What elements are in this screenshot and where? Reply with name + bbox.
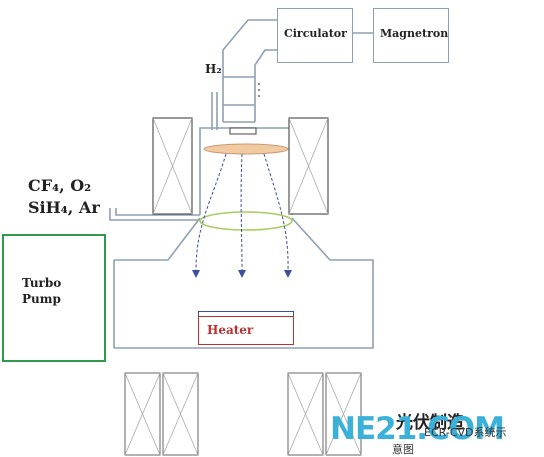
lower-magnet-coils <box>124 372 362 456</box>
heater-plate <box>198 311 294 317</box>
magnet-coil-lower-3 <box>287 372 324 456</box>
gas-label-line2: SiH₄, Ar <box>28 198 100 217</box>
turbo-pump-label-line2: Pump <box>22 292 61 306</box>
plasma-lens <box>203 143 289 155</box>
turbo-pump-box: Turbo Pump <box>2 234 106 362</box>
process-chamber-wall <box>114 217 201 261</box>
plasma-flow-arrows <box>195 153 289 271</box>
ecr-resonance-ring <box>199 211 293 231</box>
upper-magnet-coils <box>152 117 329 215</box>
magnet-coil-lower-2 <box>162 372 199 456</box>
gas-inlet-pipe <box>109 208 200 221</box>
heater-box: Heater <box>198 316 294 345</box>
waveguide-outer-wall <box>222 19 277 122</box>
plasma-arrow-center <box>240 153 243 271</box>
watermark-logo: NE21.COM <box>330 411 505 447</box>
arrow-heads <box>192 270 292 278</box>
magnet-coil-lower-4 <box>325 372 362 456</box>
waveguide-inner-wall <box>254 49 277 122</box>
gas-label-line1: CF₄, O₂ <box>28 176 92 195</box>
magnet-coil-upper-left <box>152 117 193 215</box>
magnet-coil-lower-1 <box>124 372 161 456</box>
source-chamber <box>199 127 293 215</box>
watermark-cn: 光伏制造 <box>396 413 464 433</box>
h2-label: H₂ <box>205 62 222 76</box>
magnetron-box: Magnetron <box>373 8 449 63</box>
waveguide-tuning-dots <box>258 83 260 97</box>
caption-line2: 意图 <box>392 443 414 456</box>
microwave-window <box>229 127 257 135</box>
circulator-box: Circulator <box>277 8 353 63</box>
heater-label: Heater <box>207 323 254 337</box>
magnet-coil-upper-right <box>288 117 329 215</box>
magnetron-label: Magnetron <box>380 27 449 40</box>
plasma-arrow-left <box>195 153 227 271</box>
caption-line1: ECR-CVD系统示 <box>424 426 507 439</box>
plasma-arrow-right <box>263 153 289 271</box>
turbo-pump-label-line1: Turbo <box>22 276 62 290</box>
circulator-label: Circulator <box>284 27 347 40</box>
